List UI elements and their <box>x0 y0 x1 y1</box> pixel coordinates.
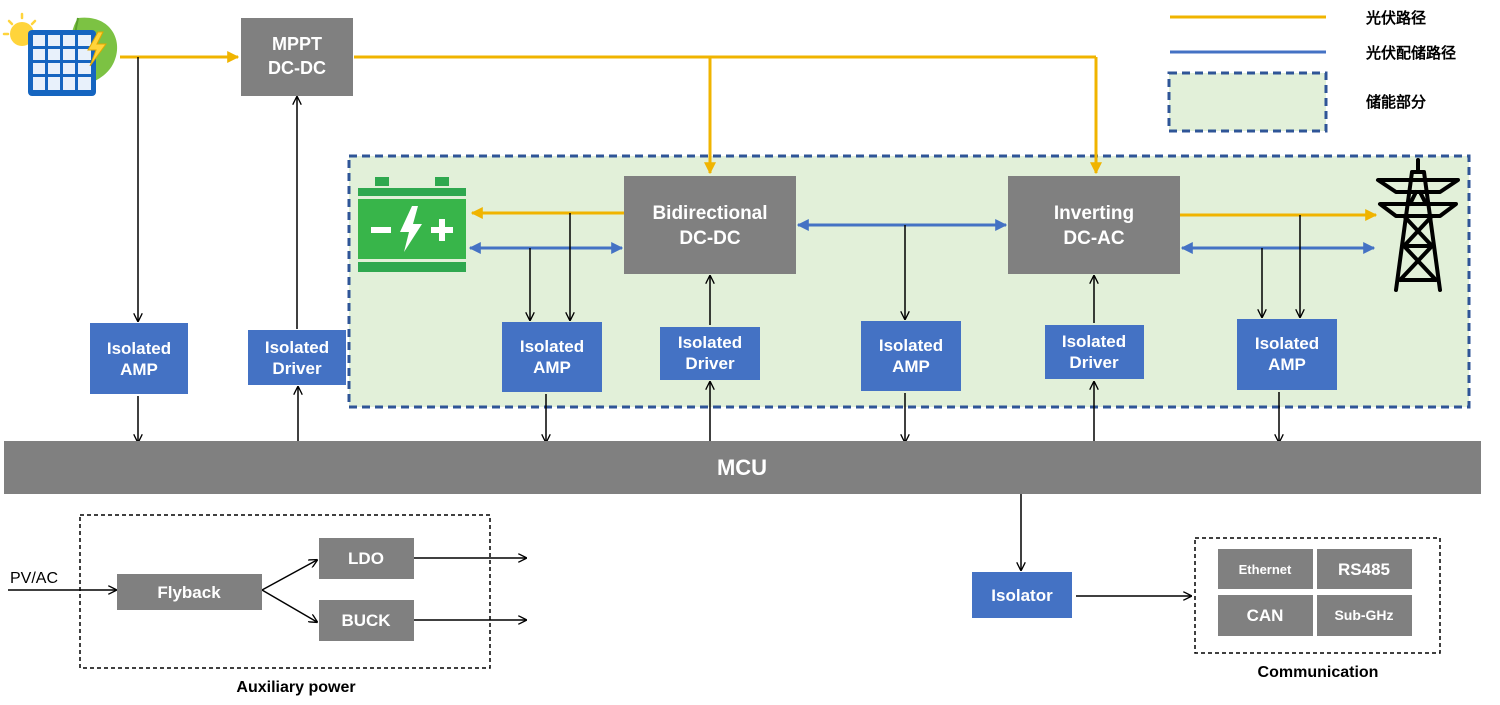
aux-flyback-to-buck <box>261 589 317 622</box>
isolated-amp-mid: Isolated AMP <box>861 321 961 391</box>
isolator-label: Isolator <box>991 586 1053 605</box>
isolated-amp-grid: Isolated AMP <box>1237 319 1337 390</box>
mcu-bar: MCU <box>4 441 1481 494</box>
flyback-label: Flyback <box>157 583 221 602</box>
legend: 光伏路径 光伏配储路径 储能部分 <box>1167 9 1456 133</box>
mppt-dcdc-block: MPPT DC-DC <box>241 18 353 96</box>
ldo-label: LDO <box>348 549 384 568</box>
aux-input-label: PV/AC <box>10 570 58 587</box>
mppt-line1: MPPT <box>272 34 322 54</box>
battery-icon <box>358 177 466 272</box>
amp-pv-line1: Isolated <box>107 339 171 358</box>
inverting-dcac-block: Inverting DC-AC <box>1008 176 1180 274</box>
driver-mppt-line1: Isolated <box>265 338 329 357</box>
isolated-amp-pv: Isolated AMP <box>90 323 188 394</box>
can-label: CAN <box>1247 606 1284 625</box>
can-block: CAN <box>1218 595 1313 636</box>
rs485-label: RS485 <box>1338 560 1390 579</box>
ethernet-label: Ethernet <box>1239 562 1292 577</box>
auxiliary-power-section: PV/AC Flyback LDO BUCK Auxiliary power <box>10 514 491 696</box>
bidir-line1: Bidirectional <box>652 203 767 224</box>
isolator-block: Isolator <box>972 572 1072 618</box>
bidir-line2: DC-DC <box>679 228 740 249</box>
buck-block: BUCK <box>319 600 414 641</box>
solar-panel-icon <box>2 12 118 96</box>
inverter-line2: DC-AC <box>1063 228 1124 249</box>
legend-storage-swatch <box>1167 71 1328 133</box>
pv-mppt-to-bidir <box>354 55 1096 173</box>
driver-mppt-line2: Driver <box>272 359 322 378</box>
bidirectional-dcdc-block: Bidirectional DC-DC <box>624 176 796 274</box>
amp-battery-line1: Isolated <box>520 337 584 356</box>
isolated-driver-bidir: Isolated Driver <box>660 327 760 380</box>
driver-inv-line2: Driver <box>1069 353 1119 372</box>
isolated-driver-inverter: Isolated Driver <box>1045 325 1144 379</box>
aux-flyback-to-ldo <box>261 560 317 591</box>
driver-inv-line1: Isolated <box>1062 332 1126 351</box>
ethernet-block: Ethernet <box>1218 549 1313 589</box>
inverter-line1: Inverting <box>1054 203 1134 224</box>
amp-pv-line2: AMP <box>120 360 158 379</box>
pv-path-lines <box>120 51 1378 221</box>
auxiliary-frame <box>79 514 491 669</box>
communication-frame <box>1194 537 1441 654</box>
storage-path-lines <box>468 219 1376 254</box>
amp-mid-line1: Isolated <box>879 336 943 355</box>
mcu-label: MCU <box>717 455 767 480</box>
driver-bidir-line2: Driver <box>685 354 735 373</box>
amp-mid-line2: AMP <box>892 357 930 376</box>
auxiliary-caption: Auxiliary power <box>236 679 355 696</box>
rs485-block: RS485 <box>1317 549 1412 589</box>
isolated-amp-battery: Isolated AMP <box>502 322 602 392</box>
legend-storage-area-label: 储能部分 <box>1366 93 1426 111</box>
ldo-block: LDO <box>319 538 414 579</box>
isolated-driver-mppt: Isolated Driver <box>248 330 346 385</box>
communication-section: Isolator Ethernet RS485 CAN Sub-GHz Comm… <box>972 537 1441 681</box>
subghz-block: Sub-GHz <box>1317 595 1412 636</box>
communication-caption: Communication <box>1258 664 1379 681</box>
buck-label: BUCK <box>341 611 391 630</box>
amp-grid-line2: AMP <box>1268 355 1306 374</box>
amp-battery-line2: AMP <box>533 358 571 377</box>
subghz-label: Sub-GHz <box>1334 607 1393 623</box>
signal-lines <box>8 57 1300 622</box>
driver-bidir-line1: Isolated <box>678 333 742 352</box>
legend-pv-label: 光伏路径 <box>1365 9 1426 27</box>
mppt-line2: DC-DC <box>268 58 326 78</box>
legend-storage-label: 光伏配储路径 <box>1365 44 1456 62</box>
power-tower-icon <box>1376 158 1460 292</box>
flyback-block: Flyback <box>117 574 262 610</box>
amp-grid-line1: Isolated <box>1255 334 1319 353</box>
